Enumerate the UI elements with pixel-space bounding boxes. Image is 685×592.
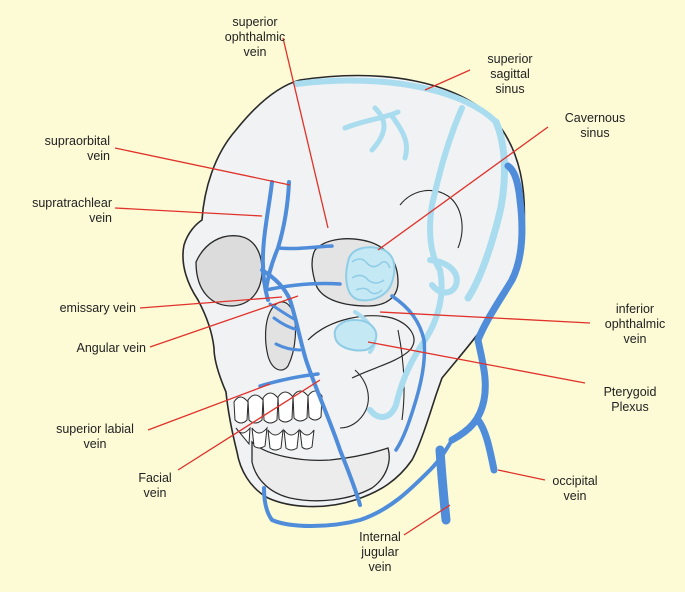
superficial-veins <box>258 162 526 528</box>
zygomatic-line <box>307 315 415 379</box>
deep-veins <box>293 77 508 420</box>
label-emissary-vein: emissary vein <box>59 301 136 315</box>
leader-lines <box>114 37 591 536</box>
jaw-ramus <box>339 369 369 429</box>
cavernous-sinus <box>345 246 396 302</box>
label-occipital-vein: occipital vein <box>552 474 598 503</box>
cavernous-texture <box>351 258 391 295</box>
label-inferior-ophthalmic-vein: inferior ophthalmic vein <box>604 302 666 346</box>
label-supraorbital-vein: supraorbital vein <box>44 134 110 163</box>
label-superior-ophthalmic-vein: superior ophthalmic vein <box>224 15 286 59</box>
label-superior-sagittal-sinus: superior sagittal sinus <box>487 52 533 96</box>
temporal-line <box>399 189 463 249</box>
label-pterygoid-plexus: Pterygoid Plexus <box>603 385 657 414</box>
label-angular-vein: Angular vein <box>76 341 147 355</box>
label-facial-vein: Facial vein <box>138 471 172 500</box>
label-internal-jugular-vein: Internal jugular vein <box>359 530 401 574</box>
label-superior-labial-vein: superior labial vein <box>56 422 134 451</box>
pterygoid-plexus <box>333 319 378 352</box>
label-cavernous-sinus: Cavernous sinus <box>564 111 626 140</box>
label-supratrachlear-vein: supratrachlear vein <box>32 196 112 225</box>
